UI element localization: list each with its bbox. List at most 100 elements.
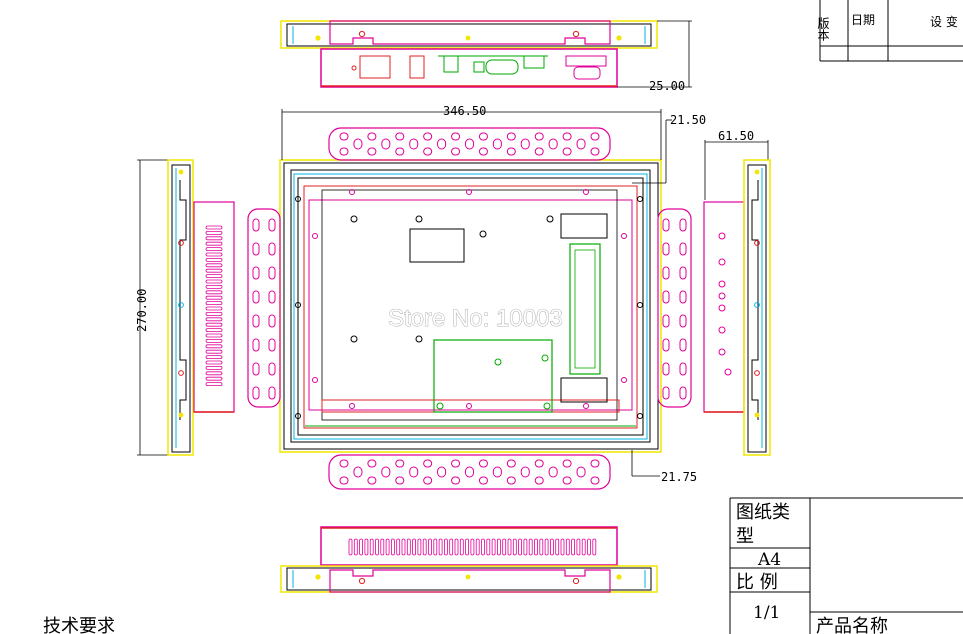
bracket-slot [662, 362, 670, 376]
bracket-slot [268, 290, 276, 304]
bracket-slot [679, 314, 687, 328]
bracket-slot [478, 459, 488, 468]
vent-slot [560, 538, 565, 556]
bracket-slot [534, 476, 544, 485]
bracket-slot [367, 147, 377, 156]
bracket-slot [520, 466, 530, 478]
bracket-slot [478, 147, 488, 156]
bracket-slot [268, 338, 276, 352]
bracket-slot [548, 466, 558, 478]
vent-slot [475, 538, 480, 556]
vent-slot [555, 538, 560, 556]
vent-slot [205, 225, 223, 230]
bracket-slot [395, 476, 405, 485]
bracket-slot [506, 476, 516, 485]
bracket-body [657, 208, 692, 408]
vent-slot [205, 344, 223, 349]
dim-height: 270.00 [135, 159, 172, 456]
bracket-slot [451, 147, 461, 156]
bracket-slot [465, 466, 474, 478]
vent-slot [550, 538, 554, 556]
bracket-slot [353, 138, 363, 150]
dim-depth-label: 61.50 [718, 129, 754, 143]
vent-slot [205, 236, 223, 241]
product-name-label: 产品名称 [816, 616, 888, 634]
bracket-slot [662, 218, 670, 232]
bracket-slot [679, 290, 687, 304]
bracket-slot [252, 218, 260, 232]
vent-slot [369, 538, 374, 556]
vent-slot [571, 538, 575, 556]
bracket-slot [679, 218, 687, 232]
vent-slot [205, 328, 223, 333]
vent-slot [518, 538, 522, 556]
vent-slot [443, 538, 448, 556]
bracket-slot [576, 138, 586, 150]
bracket-slot [534, 147, 544, 156]
dim-thickness-label: 25.00 [649, 79, 685, 93]
tech-requirements-label: 技术要求 [43, 616, 115, 634]
bracket-slot [492, 138, 502, 150]
bracket-slot [353, 466, 363, 478]
vent-slot [470, 538, 475, 556]
bracket-slot [534, 132, 544, 141]
design-change-header: 设 变 [930, 14, 958, 29]
bracket-slot [423, 132, 433, 141]
vent-slot [205, 317, 223, 322]
bracket-slot [662, 314, 670, 328]
bracket-slot [437, 138, 447, 150]
bracket-slot [590, 132, 600, 141]
bracket-slot [437, 466, 447, 478]
right-side-view [703, 159, 771, 456]
vent-slot [205, 257, 223, 262]
vent-slot [385, 538, 390, 556]
drawing-type-label-2: 型 [736, 526, 754, 547]
title-block-top: 版本 日期 设 变 [816, 0, 963, 62]
dim-bezel-top: 21.50 [632, 113, 706, 184]
vent-slot [565, 538, 570, 556]
bracket-body [328, 454, 611, 490]
vent-slot [205, 371, 223, 376]
vent-slot [205, 355, 223, 360]
bracket-slot [252, 338, 260, 352]
dim-height-label: 270.00 [135, 289, 149, 332]
bracket-slot [679, 266, 687, 280]
bracket-slot [679, 242, 687, 256]
vent-slot [205, 290, 223, 295]
bracket-slot [409, 466, 419, 478]
bracket-slot [679, 338, 687, 352]
bracket-slot [506, 459, 516, 468]
bracket-slot [590, 459, 600, 468]
vent-slot [507, 538, 512, 556]
vent-slot [433, 538, 438, 556]
bracket-slot [662, 386, 670, 400]
vent-slot [544, 538, 549, 556]
bracket-slot [478, 476, 488, 485]
bracket-right [657, 208, 692, 408]
vent-slot [205, 322, 223, 327]
bracket-left [247, 208, 281, 408]
scale-label: 比 例 [736, 572, 778, 593]
bracket-slot [451, 476, 461, 485]
bracket-slot [423, 459, 433, 468]
dim-bezel-bottom-label: 21.75 [661, 470, 697, 484]
vent-slot [406, 538, 411, 556]
vent-slot [205, 279, 223, 284]
bracket-slot [268, 362, 276, 376]
bracket-slot [562, 132, 572, 141]
vent-slot [528, 538, 533, 556]
vent-slot [205, 263, 223, 268]
vent-slot [523, 538, 528, 556]
bracket-slot [268, 386, 276, 400]
bracket-slot [395, 147, 405, 156]
bracket-slot [381, 138, 391, 150]
bracket-slot [534, 459, 544, 468]
vent-slot [481, 538, 485, 556]
bracket-body [328, 127, 611, 161]
vent-slot [364, 538, 369, 556]
paper-size: A4 [757, 550, 781, 570]
bracket-slot [252, 290, 260, 304]
vent-slot [534, 538, 538, 556]
vent-slot [539, 538, 544, 556]
